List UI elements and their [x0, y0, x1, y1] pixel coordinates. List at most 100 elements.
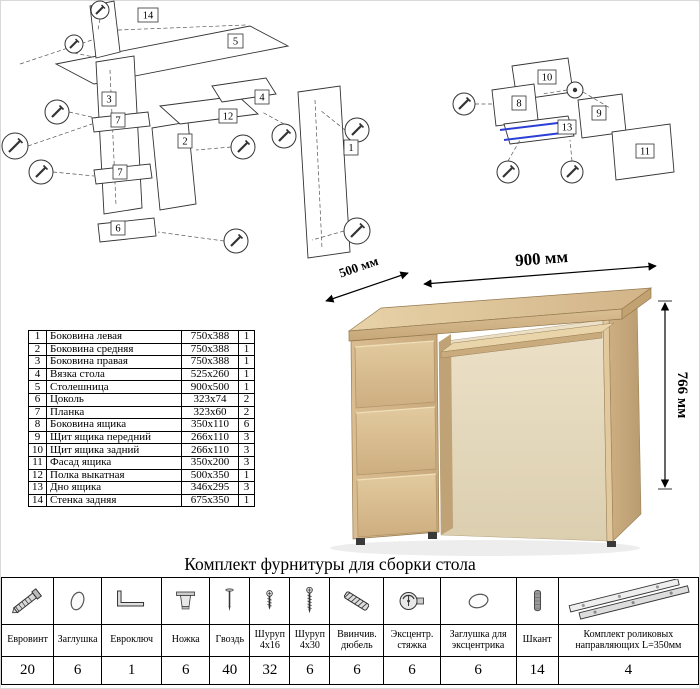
- part-label: 1: [343, 139, 359, 156]
- part-size: 750x388: [181, 342, 239, 357]
- part-name: Вязка стола: [46, 367, 182, 382]
- desk-foot: [607, 541, 616, 547]
- hardware-qty: 32: [249, 656, 291, 685]
- nail-icon: [225, 588, 234, 612]
- svg-text:11: 11: [640, 147, 650, 158]
- part-size: 266x110: [181, 430, 239, 445]
- panel-pullout-shelf: [158, 95, 260, 125]
- part-label: 7: [112, 164, 128, 180]
- panel-plinth: [97, 217, 157, 243]
- guide-highlight-line: [499, 121, 567, 131]
- fastener-callout: [271, 123, 297, 149]
- fastener-callout: [496, 160, 520, 184]
- part-num: 2: [28, 342, 47, 357]
- fastener-callout: [452, 92, 476, 116]
- part-size: 750x388: [181, 355, 239, 369]
- part-label: 3: [101, 91, 117, 107]
- hardware-name: Заглушка для эксцентрика: [439, 624, 517, 657]
- part-name: Планка: [46, 405, 182, 420]
- part-label: 2: [177, 133, 193, 149]
- fastener-callout: [44, 99, 70, 125]
- hardware-name: Евроключ: [101, 624, 163, 657]
- hardware-qty: 40: [209, 656, 251, 685]
- dim-line-width: [423, 262, 657, 288]
- svg-text:8: 8: [516, 99, 521, 110]
- drawer-slides-icon: [568, 579, 690, 620]
- hardware-qty: 14: [515, 656, 559, 685]
- leg-icon: [176, 591, 196, 610]
- svg-text:13: 13: [562, 123, 573, 134]
- part-name: Фасад ящика: [46, 455, 182, 470]
- hardware-name: Ножка: [161, 624, 211, 657]
- part-num: 6: [28, 392, 47, 407]
- euro-screw-icon: [12, 588, 43, 614]
- part-name: Дно ящика: [46, 481, 182, 495]
- exploded-view-drawer: 10 8 9 13 11: [452, 57, 675, 184]
- part-num: 8: [28, 418, 47, 432]
- part-num: 5: [28, 380, 47, 394]
- drawer-front-1: [354, 340, 436, 409]
- part-label: 8: [511, 95, 527, 111]
- part-num: 9: [28, 430, 47, 445]
- panel-right-side: [297, 85, 351, 259]
- hardware-name: Гвоздь: [209, 624, 251, 657]
- part-size: 323x74: [181, 392, 239, 407]
- fastener-callout: [64, 34, 84, 54]
- svg-text:7: 7: [115, 116, 120, 127]
- part-name: Столешница: [46, 380, 182, 394]
- part-qty: 1: [238, 380, 255, 394]
- fastener-callout: [28, 159, 54, 185]
- dim-height-label: 766 мм: [674, 372, 690, 419]
- dim-width-label: 900 мм: [514, 252, 569, 270]
- part-num: 7: [28, 405, 47, 420]
- hardware-qty: 6: [53, 656, 103, 685]
- part-qty: 3: [238, 455, 255, 470]
- dim-depth-label: 500 мм: [337, 253, 380, 280]
- svg-text:2: 2: [182, 137, 187, 148]
- cam-cap-icon: [468, 593, 489, 609]
- cap-icon: [70, 591, 85, 611]
- part-label: 6: [110, 220, 126, 236]
- drawer-front-3: [356, 473, 438, 538]
- hardware-name: Комплект роликовых направляющих L=350мм: [557, 624, 700, 657]
- fastener-callout: [344, 117, 370, 143]
- part-qty: 1: [238, 367, 255, 382]
- drawer-front-2: [355, 406, 437, 476]
- part-qty: 2: [238, 405, 255, 420]
- hardware-icons-row: [0, 577, 700, 625]
- dowel-icon: [533, 589, 541, 612]
- part-name: Боковина правая: [46, 355, 182, 369]
- svg-text:4: 4: [259, 93, 265, 104]
- part-size: 500x350: [181, 468, 239, 483]
- part-label: 7: [110, 112, 126, 128]
- hardware-name: Эксцентр. стяжка: [383, 624, 441, 657]
- part-name: Полка выкатная: [46, 468, 182, 483]
- floor-shadow: [330, 540, 640, 556]
- hardware-qty: 4: [557, 656, 700, 685]
- svg-text:10: 10: [542, 73, 553, 84]
- hardware-qty: 6: [289, 656, 331, 685]
- desktop-side-edge: [621, 287, 652, 320]
- part-label: 12: [218, 108, 238, 124]
- part-name: Щит ящика задний: [46, 443, 182, 457]
- part-label: 10: [537, 69, 557, 85]
- threaded-dowel-icon: [344, 591, 370, 611]
- part-num: 10: [28, 443, 47, 457]
- part-num: 13: [28, 481, 47, 495]
- panel-left-side: [95, 55, 143, 215]
- part-name: Щит ящика передний: [46, 430, 182, 445]
- svg-text:3: 3: [106, 95, 111, 106]
- fastener-callout: [560, 160, 584, 184]
- part-size: 350x110: [181, 418, 239, 432]
